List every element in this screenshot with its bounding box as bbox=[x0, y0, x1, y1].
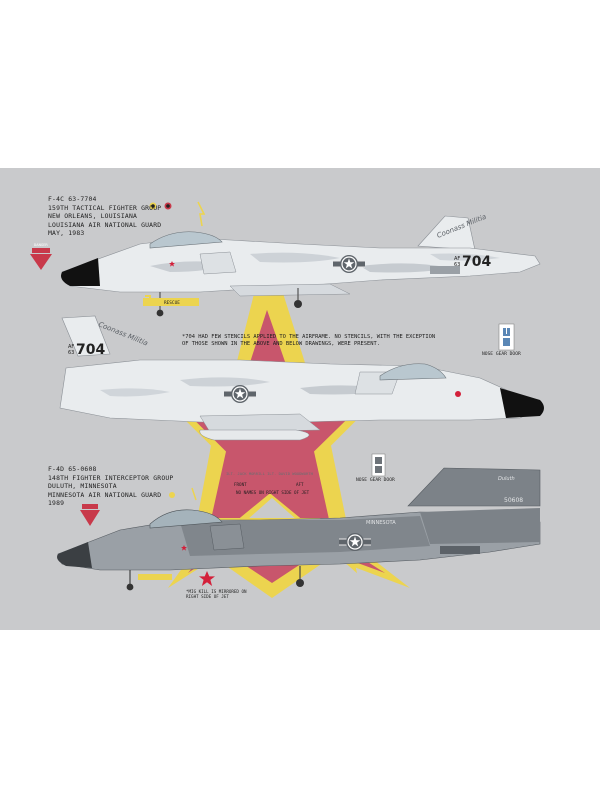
tail-prefix-bottom-1: 63 bbox=[454, 262, 460, 268]
tail-prefix-top-1r: AF bbox=[68, 344, 74, 350]
danger-label: DANGER bbox=[34, 242, 48, 247]
nose-gear-door-decal-2 bbox=[371, 453, 386, 477]
caption-aircraft-2: F-4D 65-0608 148TH FIGHTER INTERCEPTOR G… bbox=[48, 465, 173, 508]
aft-label: AFT bbox=[296, 482, 304, 487]
nose-gear-door-decal-1 bbox=[498, 323, 515, 351]
mig-note-line-1: *MIG KILL IS MIRRORED ON bbox=[186, 589, 247, 594]
stencil-note-line-1: *704 HAD FEW STENCILS APPLIED TO THE AIR… bbox=[182, 334, 436, 340]
caption-2-line-5: 1989 bbox=[48, 499, 65, 508]
stencil-note-line-2: OF THOSE SHOWN IN THE ABOVE AND BELOW DR… bbox=[182, 341, 380, 348]
front-label: FRONT bbox=[234, 482, 247, 487]
aircraft-1-profile bbox=[61, 215, 541, 317]
caption-2-line-2: 148TH FIGHTER INTERCEPTOR GROUP bbox=[48, 473, 174, 482]
tail-prefix-bottom-1r: 63 bbox=[68, 350, 74, 356]
mig-note: *MIG KILL IS MIRRORED ON RIGHT SIDE OF J… bbox=[186, 589, 247, 599]
tail-prefix-top-1: AF bbox=[454, 256, 460, 262]
caption-1-line-1: F-4C 63-7704 bbox=[48, 195, 97, 203]
nose-gear-door-label-1: NOSE GEAR DOOR bbox=[482, 352, 521, 357]
caption-1-line-5: MAY, 1983 bbox=[48, 229, 85, 238]
tail-number-1r: 704 bbox=[76, 342, 105, 358]
aircraft-2-profile bbox=[57, 467, 541, 591]
decal-sheet: AF 63 704 Coonass Militia AF 63 704 Coon… bbox=[0, 168, 600, 630]
mig-note-line-2: RIGHT SIDE OF JET bbox=[186, 594, 229, 599]
caption-1-line-4: LOUISIANA AIR NATIONAL GUARD bbox=[48, 220, 162, 229]
caption-2-line-1: F-4D 65-0608 bbox=[48, 465, 97, 473]
mig-kill-star bbox=[199, 571, 215, 586]
tail-serial-2: 50608 bbox=[504, 497, 523, 504]
tail-number-1: 704 bbox=[462, 254, 491, 270]
rescue-stencil-2 bbox=[138, 574, 172, 580]
caption-1-line-2: 159TH TACTICAL FIGHTER GROUP bbox=[48, 203, 162, 212]
aircraft-1-right-profile bbox=[59, 315, 544, 441]
tail-script-2: Duluth bbox=[498, 476, 515, 482]
fuselage-label-2: MINNESOTA bbox=[366, 520, 396, 526]
danger-decal-2 bbox=[80, 504, 100, 526]
no-names-note: NO NAMES ON RIGHT SIDE OF JET bbox=[236, 490, 310, 495]
caption-aircraft-1: F-4C 63-7704 159TH TACTICAL FIGHTER GROU… bbox=[48, 195, 161, 238]
canopy-names: ILT. JACK MORRILL ILT. DAVID WOODWORTH bbox=[226, 471, 313, 476]
caption-2-line-3: DULUTH, MINNESOTA bbox=[48, 482, 117, 491]
caption-1-line-3: NEW ORLEANS, LOUISIANA bbox=[48, 212, 138, 221]
stencil-note: *704 HAD FEW STENCILS APPLIED TO THE AIR… bbox=[182, 334, 435, 349]
caption-2-line-4: MINNESOTA AIR NATIONAL GUARD bbox=[48, 490, 162, 499]
danger-decal-1 bbox=[30, 248, 52, 270]
rescue-stencil bbox=[143, 298, 199, 306]
rescue-label: RESCUE bbox=[164, 301, 180, 306]
nose-gear-door-label-2: NOSE GEAR DOOR bbox=[356, 478, 395, 483]
decal-artwork: AF 63 704 Coonass Militia AF 63 704 Coon… bbox=[30, 201, 544, 598]
